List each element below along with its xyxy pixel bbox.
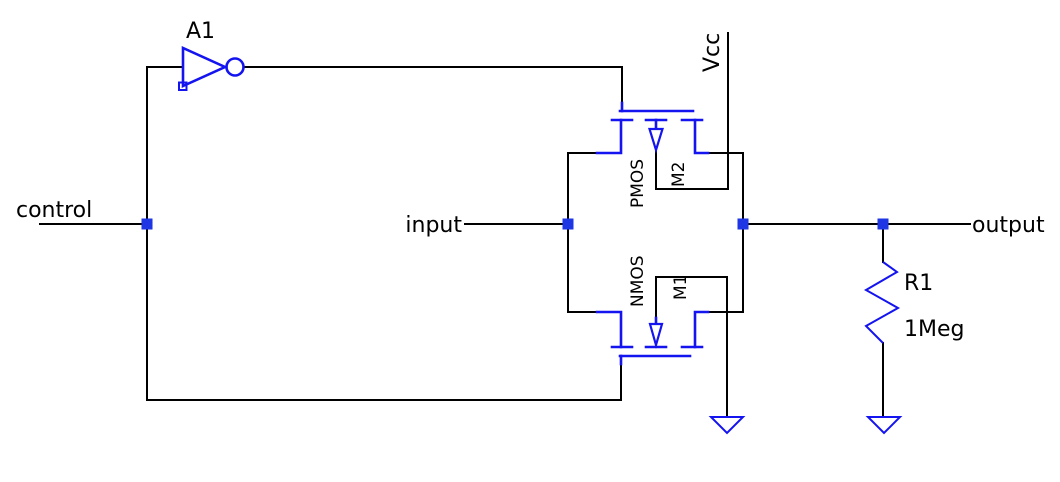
pmos-bulk-arrow[interactable] [648, 127, 664, 154]
net-label-output[interactable]: output [972, 213, 1045, 238]
junction-dot-resistor[interactable] [877, 218, 889, 230]
resistor-value-label[interactable]: 1Meg [904, 317, 964, 342]
net-label-vcc[interactable]: Vcc [700, 33, 725, 72]
inverter-ref-pin-square[interactable] [178, 81, 188, 91]
ground-triangle-icon[interactable] [865, 416, 903, 435]
ground-symbol-nmos-bulk[interactable] [708, 416, 746, 435]
ground-symbol-r1[interactable] [865, 416, 903, 435]
nmos-refdes-label[interactable]: M1 [671, 275, 691, 300]
net-label-input[interactable]: input [405, 213, 462, 238]
pmos-transistor-m2[interactable]: PMOS M2 [595, 101, 710, 208]
wire-pmos-bulk[interactable] [655, 149, 729, 190]
nmos-type-label[interactable]: NMOS [628, 255, 648, 307]
junction-dot-control[interactable] [141, 218, 153, 230]
wire-nmos-gate[interactable] [146, 363, 622, 401]
junction-dot-output-left[interactable] [737, 218, 749, 230]
resistor-r1[interactable]: R1 1Meg [863, 261, 964, 344]
wire-right-leg[interactable] [707, 152, 744, 313]
junction-dot-input[interactable] [562, 218, 574, 230]
wire-nmos-bulk-to-ground[interactable] [655, 276, 728, 417]
inverter-a1[interactable]: A1 [178, 19, 245, 91]
nmos-transistor-m1[interactable]: NMOS M1 [595, 255, 710, 366]
resistor-refdes-label[interactable]: R1 [904, 271, 933, 296]
inverter-refdes-label[interactable]: A1 [186, 19, 215, 44]
junctions [141, 218, 889, 230]
wire-inverter-output[interactable] [243, 66, 623, 105]
pmos-refdes-label[interactable]: M2 [669, 162, 689, 187]
wire-left-leg[interactable] [567, 152, 598, 313]
inverter-triangle[interactable] [181, 45, 229, 89]
resistor-zigzag[interactable] [863, 261, 901, 344]
ground-triangle-icon[interactable] [708, 416, 746, 435]
net-labels: control input output Vcc [16, 33, 1045, 238]
wires [39, 32, 971, 417]
nmos-source-leg[interactable] [595, 310, 623, 349]
nmos-bulk-arrow[interactable] [648, 322, 664, 350]
pmos-drain-leg[interactable] [693, 118, 710, 155]
inverter-bubble[interactable] [225, 57, 245, 77]
nmos-drain-leg[interactable] [693, 310, 710, 349]
pmos-type-label[interactable]: PMOS [628, 159, 648, 208]
pmos-source-leg[interactable] [595, 118, 623, 155]
net-label-control[interactable]: control [16, 198, 92, 223]
